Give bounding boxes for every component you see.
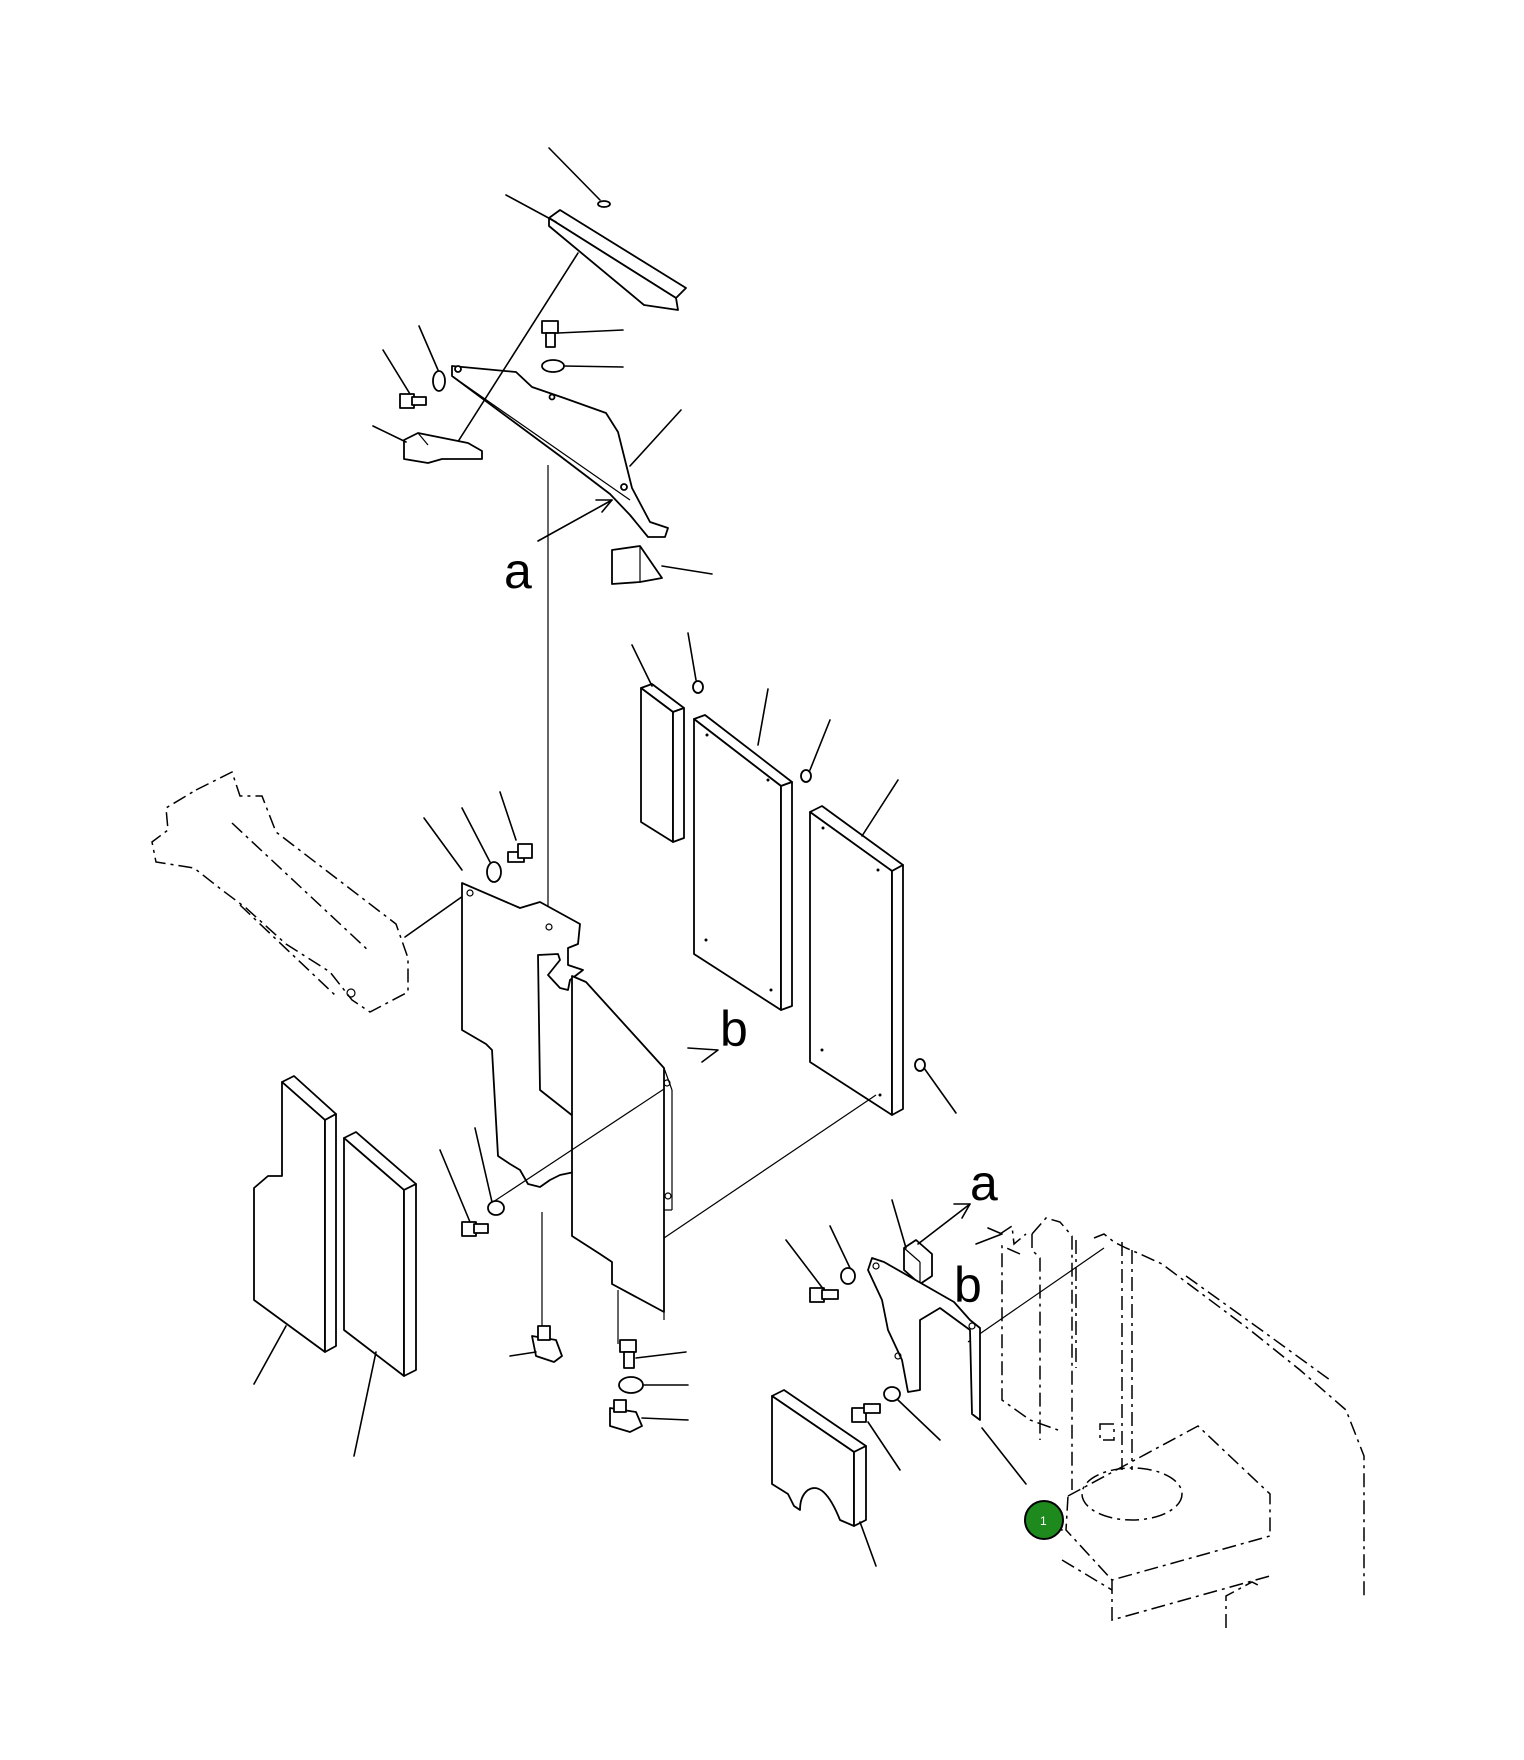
reference-arrow-b	[687, 1047, 719, 1063]
clip-bottom-left	[531, 1325, 563, 1363]
frame-connector-line	[967, 1247, 1105, 1343]
clip-mid-1	[692, 680, 704, 694]
leader-frame-left	[404, 895, 464, 938]
callout-marker-1[interactable]: 1	[1024, 1500, 1064, 1540]
leader-lines-left-bottom	[253, 1325, 377, 1457]
cushion-large	[809, 805, 904, 1116]
reference-arrow-a-top	[537, 499, 613, 542]
machine-frame-dashed	[1001, 1217, 1365, 1628]
reference-letter-a-top: a	[504, 543, 532, 599]
cushion-small	[640, 683, 685, 843]
leader-lines-center-bottom	[439, 1127, 493, 1223]
block-left	[403, 432, 483, 464]
leader-lines-center-top	[423, 791, 517, 871]
cushion-right-cutout	[771, 1389, 867, 1527]
washer-center-top	[486, 861, 502, 883]
small-clip	[597, 200, 611, 208]
top-cushion-strip	[548, 209, 687, 311]
top-bracket	[451, 365, 669, 538]
leader-lines-right	[785, 1225, 1027, 1485]
washer-top	[541, 359, 565, 373]
clip-bottom-right	[609, 1399, 643, 1433]
bolt-center-bottom	[461, 1221, 489, 1237]
callout-marker-label: 1	[1040, 1514, 1047, 1528]
right-bracket-plate	[867, 1257, 981, 1421]
reference-letter-b-right: b	[954, 1257, 982, 1313]
cushion-left-rect	[343, 1131, 417, 1377]
bolt-right-bottom	[851, 1403, 881, 1423]
leader-square-pad	[891, 1199, 907, 1249]
leader-lines-bottom-center	[509, 1351, 689, 1421]
washer-center-bottom	[487, 1200, 505, 1216]
clip-mid-3	[914, 1058, 926, 1072]
center-panel-connector-lines	[489, 1088, 877, 1344]
leader-lines-middle	[631, 632, 957, 1114]
leader-cushion-right	[859, 1521, 877, 1567]
cushion-left-stepped	[253, 1075, 337, 1353]
reference-letter-b-mid: b	[720, 1001, 748, 1057]
center-panel-front	[571, 975, 673, 1320]
bolt-right-top	[809, 1287, 839, 1303]
frame-notch-b	[975, 1224, 1027, 1246]
cushion-medium	[693, 714, 793, 1011]
frame-dashed-left	[151, 770, 409, 1013]
bolt-top	[541, 320, 559, 348]
washer-top-left	[432, 370, 446, 392]
wedge-block	[611, 545, 663, 585]
reference-letter-a-right: a	[970, 1155, 998, 1211]
bolt-bottom	[619, 1339, 637, 1369]
washer-right-top	[840, 1267, 856, 1285]
reference-arrow-a-right	[917, 1203, 971, 1245]
washer-bottom	[618, 1376, 644, 1394]
clip-mid-2	[800, 769, 812, 783]
square-pad	[903, 1239, 933, 1285]
bolt-center-top	[507, 843, 533, 863]
leader-lines-top	[372, 147, 713, 930]
washer-right-bottom	[883, 1386, 901, 1402]
bolt-top-left	[399, 393, 427, 409]
